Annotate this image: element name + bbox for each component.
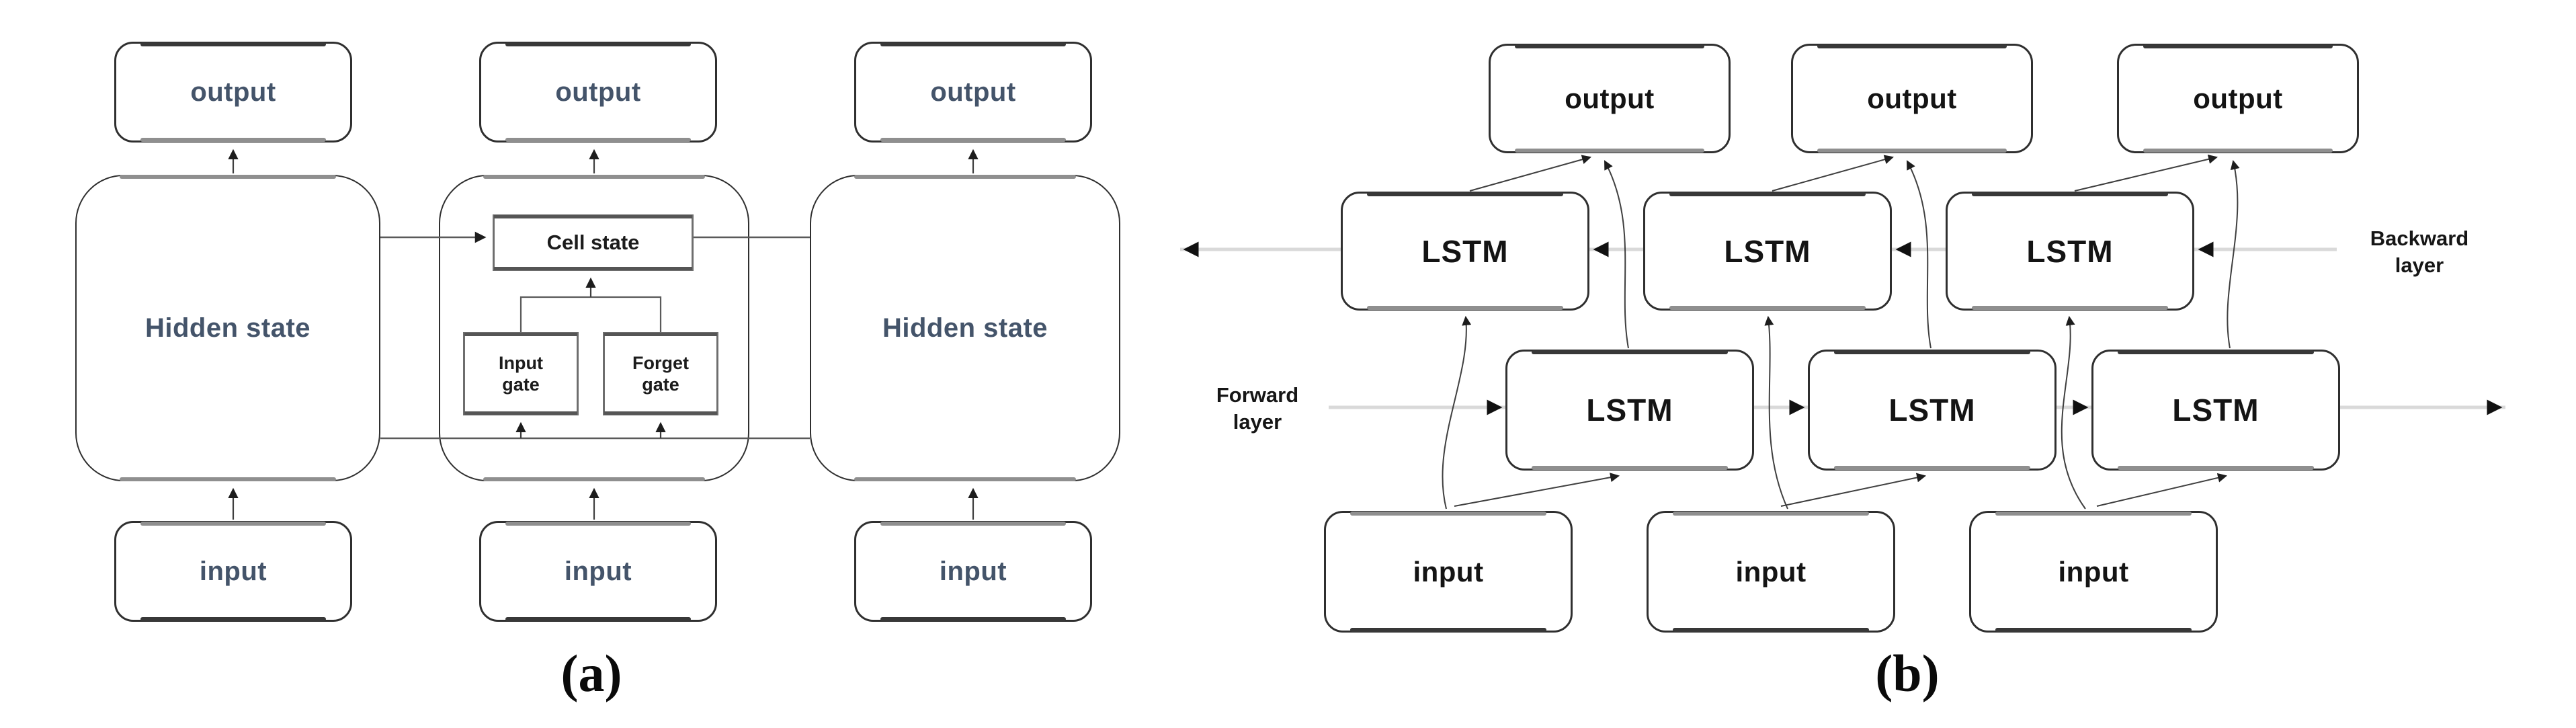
panel-a-caption: (a): [560, 644, 622, 702]
input-box-a2: input: [479, 521, 717, 622]
input-label-b3: input: [2058, 555, 2129, 588]
output-box-a2: output: [479, 42, 717, 143]
backward-lstm-label-3: LSTM: [2026, 233, 2114, 269]
forward-layer-label-line2: layer: [1233, 410, 1282, 434]
backward-lstm-label-2: LSTM: [1724, 233, 1811, 269]
cell-state-label: Cell state: [546, 231, 640, 254]
forward-lstm-box-2: LSTM: [1808, 350, 2056, 471]
input-gate-label-line1: Input: [499, 352, 543, 373]
forget-gate-label-line1: Forget: [632, 352, 689, 373]
input-box-b1: input: [1324, 511, 1573, 633]
input-label-a3: input: [939, 556, 1007, 586]
cell-state-box: Cell state: [493, 214, 694, 271]
input-label-b1: input: [1413, 555, 1484, 588]
forward-lstm-label-2: LSTM: [1888, 393, 1976, 428]
output-box-b3: output: [2117, 44, 2359, 153]
output-label-b1: output: [1565, 82, 1655, 114]
backward-layer-label-line1: Backward: [2370, 226, 2469, 250]
output-box-a3: output: [854, 42, 1092, 143]
output-label-b3: output: [2193, 82, 2283, 114]
backward-layer-label-line2: layer: [2395, 253, 2444, 277]
input-label-a1: input: [199, 556, 267, 586]
forward-lstm-box-1: LSTM: [1505, 350, 1754, 471]
output-label-a1: output: [190, 77, 276, 107]
output-box-a1: output: [114, 42, 352, 143]
forward-lstm-box-3: LSTM: [2091, 350, 2340, 471]
forget-gate-box: Forget gate: [603, 332, 718, 415]
input-label-a2: input: [564, 556, 632, 586]
hidden-state-label-left: Hidden state: [144, 313, 311, 343]
forward-layer-label: Forward layer: [1180, 376, 1335, 441]
backward-lstm-box-2: LSTM: [1643, 192, 1892, 311]
backward-lstm-box-3: LSTM: [1946, 192, 2194, 311]
output-box-b1: output: [1489, 44, 1731, 153]
output-label-a3: output: [930, 77, 1016, 107]
forward-lstm-label-3: LSTM: [2172, 393, 2259, 428]
input-box-a1: input: [114, 521, 352, 622]
input-box-b2: input: [1647, 511, 1895, 633]
input-gate-box: Input gate: [463, 332, 579, 415]
backward-lstm-label-1: LSTM: [1421, 233, 1509, 269]
input-box-b3: input: [1969, 511, 2218, 633]
hidden-state-label-right: Hidden state: [882, 313, 1048, 343]
output-box-b2: output: [1791, 44, 2033, 153]
input-box-a3: input: [854, 521, 1092, 622]
panel-b-caption: (b): [1875, 644, 1940, 702]
hidden-state-box-left: Hidden state: [75, 175, 380, 481]
backward-lstm-box-1: LSTM: [1341, 192, 1589, 311]
hidden-state-box-right: Hidden state: [810, 175, 1120, 481]
input-label-b2: input: [1735, 555, 1806, 588]
backward-layer-label: Backward layer: [2342, 220, 2497, 284]
forward-layer-label-line1: Forward: [1216, 382, 1299, 407]
output-label-b2: output: [1867, 82, 1957, 114]
forward-lstm-label-1: LSTM: [1586, 393, 1673, 428]
forget-gate-label-line2: gate: [642, 374, 679, 395]
output-label-a2: output: [555, 77, 641, 107]
input-gate-label-line2: gate: [502, 374, 540, 395]
